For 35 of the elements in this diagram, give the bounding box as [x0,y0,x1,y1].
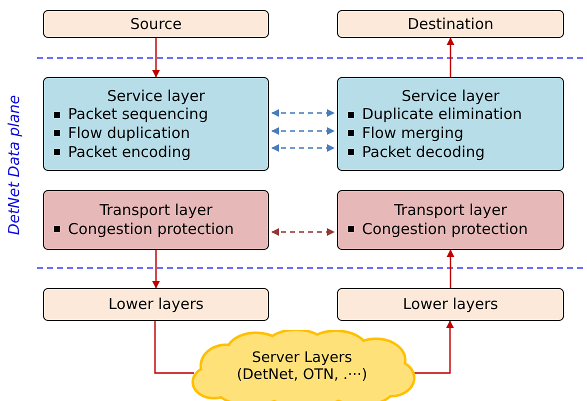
plane-label: DetNet Data plane [5,95,23,235]
arrow [271,109,335,117]
layer-title: Service layer [400,86,500,106]
function-item: Duplicate elimination [362,105,522,124]
arrow [271,127,335,135]
arrow [152,38,160,78]
endpoint-box [43,288,269,321]
endpoint-box [43,10,269,38]
layer-title: Service layer [106,86,206,106]
function-item: Packet encoding [68,142,191,162]
connector-line [154,321,194,374]
layer-box [43,77,269,171]
layer-title: Transport layer [98,201,214,220]
arrow [271,144,335,152]
arrow [446,249,454,288]
layer-title: Lower layers [108,295,204,314]
function-item: Packet decoding [362,142,485,162]
function-item: Flow merging [362,124,464,143]
function-item: Flow duplication [68,124,190,143]
function-item: Packet sequencing [68,105,208,124]
function-item: Congestion protection [68,220,234,239]
endpoint-box [337,288,564,321]
layer-title: Destination [407,14,494,34]
layer-title: Lower layers [402,295,498,314]
arrow [446,37,454,77]
function-item: Congestion protection [362,220,528,239]
endpoint-box [337,10,564,38]
arrow [271,228,335,236]
layer-box [43,190,269,250]
layer-box [337,77,564,171]
cloud-label: Server Layers (DetNet, OTN, .···) [236,350,368,384]
arrow [152,250,160,289]
layer-box [337,190,564,250]
layer-title: Source [130,14,182,34]
layer-title: Transport layer [393,201,508,220]
